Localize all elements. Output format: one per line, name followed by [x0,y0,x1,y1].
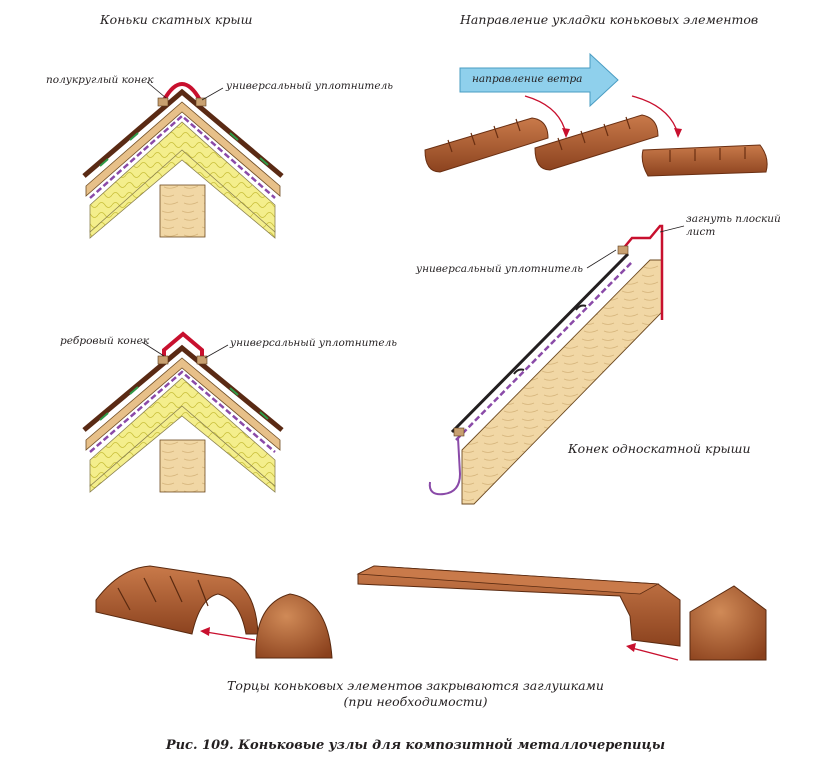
label-ribbed-ridge: ребровый конек [60,335,150,347]
wind-arrow [459,52,619,108]
label-universal-seal-3: универсальный уплотнитель [416,263,583,275]
roof-section-ribbed [82,331,284,493]
ridge-tile-2 [534,114,659,171]
heading-laying-direction: Направление укладки коньковых элементов [460,12,759,27]
ridge-tile-1 [424,117,549,173]
end-caps-note-line1: Торцы коньковых элементов закрываются за… [227,678,604,693]
label-universal-seal-2: универсальный уплотнитель [230,337,397,349]
heading-shed-roof-ridge: Конек односкатной крыши [568,441,751,456]
ridge-tiles-sequence [424,95,768,177]
label-semicircular-ridge: полукруглый конек [46,74,154,86]
figure-caption: Рис. 109. Коньковые узлы для композитной… [165,738,666,753]
label-wind-direction: направление ветра [472,73,583,85]
shed-roof-section [428,224,685,505]
heading-pitched-roof-ridges: Коньки скатных крыш [100,12,253,27]
label-universal-seal-1: универсальный уплотнитель [226,80,393,92]
semicircular-ridge-end [95,565,333,659]
label-bend-flat-sheet-line2: лист [686,226,716,238]
ridge-tile-3 [641,144,768,177]
end-caps-note-line2: (при необходимости) [343,694,488,709]
label-bend-flat-sheet-line1: загнуть плоский [686,213,781,225]
ribbed-ridge-end [356,565,767,661]
roof-section-semicircular [82,81,284,239]
